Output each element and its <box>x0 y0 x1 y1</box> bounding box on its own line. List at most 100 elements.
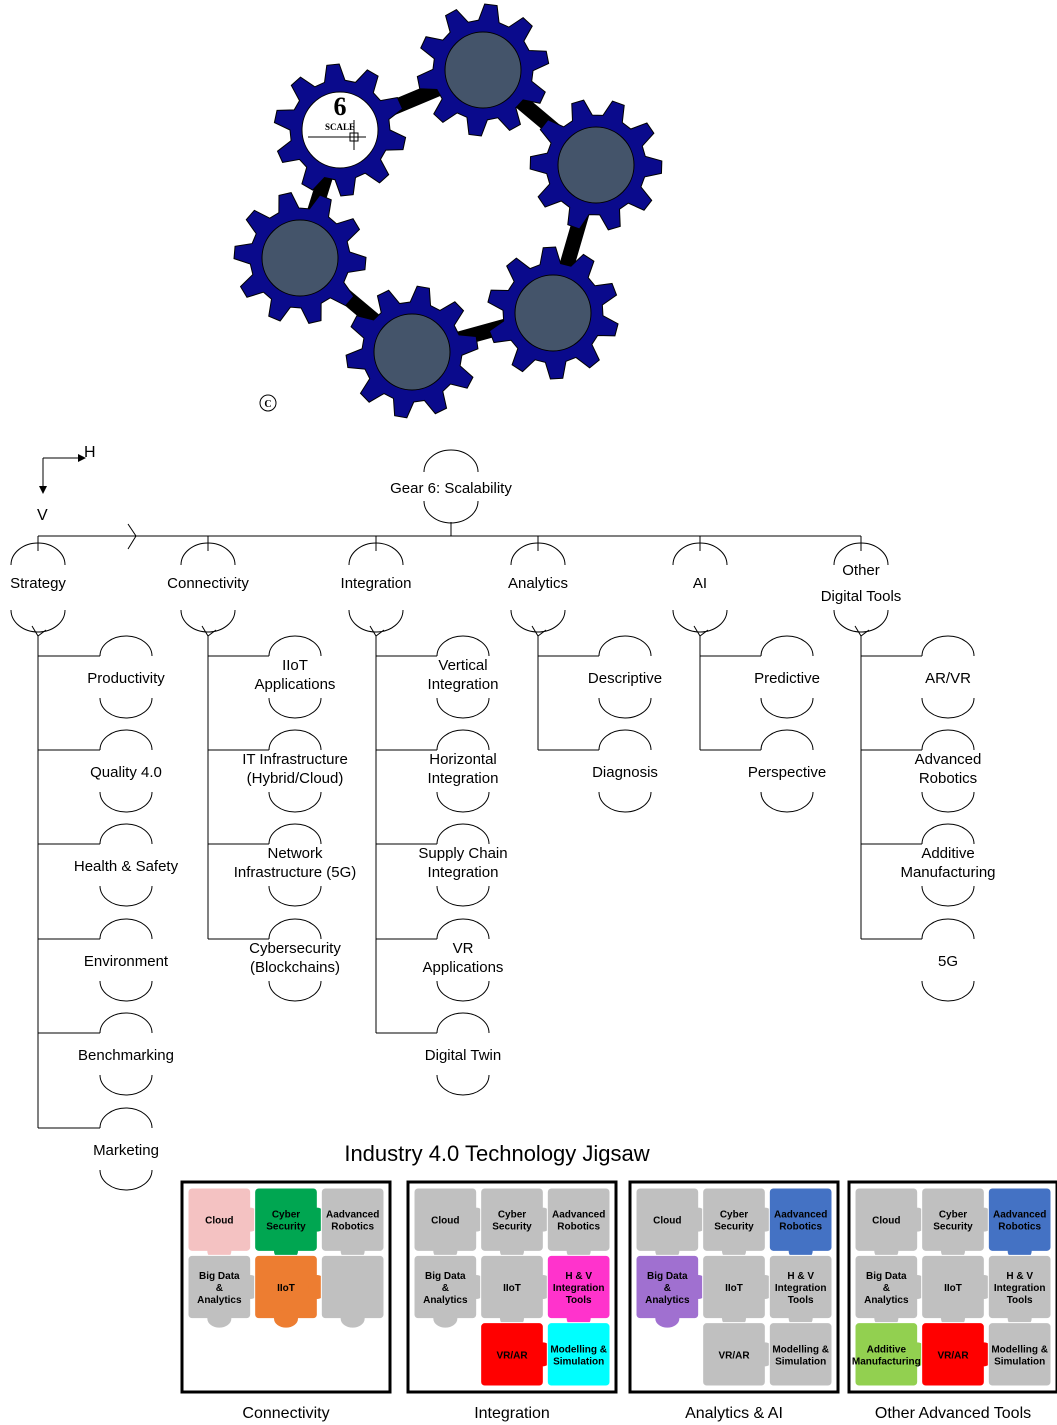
badge-label: SCALE <box>325 122 355 132</box>
gear-6 <box>233 192 367 324</box>
node-predictive: Predictive <box>754 635 820 719</box>
node-label: Health & Safety <box>74 858 179 875</box>
jigsaw-title: Industry 4.0 Technology Jigsaw <box>344 1141 649 1166</box>
jigsaw-piece: Modelling &Simulation <box>768 1322 833 1387</box>
branch-label: Connectivity <box>167 575 249 592</box>
axes-indicator: H V <box>37 444 96 524</box>
node-environment: Environment <box>84 918 169 1002</box>
jigsaw-piece: Big Data&Analytics <box>413 1254 486 1328</box>
gear-5 <box>345 285 479 419</box>
jigsaw-piece: VR/AR <box>702 1322 775 1387</box>
piece-label: IIoT <box>277 1283 295 1294</box>
node-label: Predictive <box>754 670 820 687</box>
jigsaw-piece: IIoT <box>921 1254 994 1328</box>
node-descriptive: Descriptive <box>588 635 662 719</box>
node-label: Environment <box>84 953 169 970</box>
piece-label: Big Data&Analytics <box>645 1271 690 1306</box>
node-label: AR/VR <box>925 670 971 687</box>
branch-label: Analytics <box>508 575 568 592</box>
node-it-infrastructure-hybrid-cloud-: IT Infrastructure(Hybrid/Cloud) <box>242 729 348 813</box>
node-perspective: Perspective <box>748 729 826 813</box>
node-label: Cybersecurity(Blockchains) <box>249 940 341 976</box>
jigsaw-piece: VR/AR <box>921 1322 994 1387</box>
piece-label: Modelling &Simulation <box>991 1344 1048 1367</box>
branch-label: Integration <box>341 575 412 592</box>
gear-hub <box>514 274 592 352</box>
node-productivity: Productivity <box>87 635 165 719</box>
jigsaw-caption: Connectivity <box>242 1405 329 1422</box>
root-label: Gear 6: Scalability <box>390 480 512 497</box>
jigsaw-piece: Cloud <box>635 1187 708 1261</box>
branch-label: AI <box>693 575 707 592</box>
piece-label: Cloud <box>872 1216 900 1227</box>
piece-label: IIoT <box>725 1283 743 1294</box>
node-health-safety: Health & Safety <box>74 823 179 907</box>
jigsaw-piece: VR/AR <box>480 1322 553 1387</box>
gear-hub <box>261 219 339 297</box>
scalability-tree: Gear 6: ScalabilityStrategyProductivityQ… <box>10 449 996 1191</box>
node-label: Descriptive <box>588 670 662 687</box>
node-label: Diagnosis <box>592 764 658 781</box>
gear-hub <box>557 126 635 204</box>
piece-label: Modelling &Simulation <box>772 1344 829 1367</box>
node-label: Perspective <box>748 764 826 781</box>
jigsaw-piece: Cloud <box>854 1187 927 1261</box>
piece-label: Cloud <box>653 1216 681 1227</box>
copyright-mark: C <box>259 394 277 412</box>
gear-badge-face <box>301 91 379 169</box>
piece-label: Big Data&Analytics <box>423 1271 468 1306</box>
gear-ring <box>233 3 663 419</box>
jigsaw-piece: IIoT <box>254 1254 327 1328</box>
gear-3 <box>529 99 663 231</box>
node-cybersecurity-blockchains-: Cybersecurity(Blockchains) <box>249 918 341 1002</box>
jigsaw-piece: Modelling &Simulation <box>987 1322 1052 1387</box>
node-label: 5G <box>938 953 958 970</box>
gear-4 <box>487 246 619 380</box>
node-benchmarking: Benchmarking <box>78 1012 174 1096</box>
jigsaw-caption: Analytics & AI <box>685 1405 783 1422</box>
piece-label: VR/AR <box>718 1350 750 1361</box>
piece-label: VR/AR <box>496 1350 528 1361</box>
node-ar-vr: AR/VR <box>921 635 975 719</box>
jigsaw-piece <box>320 1254 385 1328</box>
piece-label: Cloud <box>205 1216 233 1227</box>
jigsaw-piece: Cloud <box>413 1187 486 1261</box>
node-label: IT Infrastructure(Hybrid/Cloud) <box>242 751 348 787</box>
jigsaw-caption: Other Advanced Tools <box>875 1405 1031 1422</box>
